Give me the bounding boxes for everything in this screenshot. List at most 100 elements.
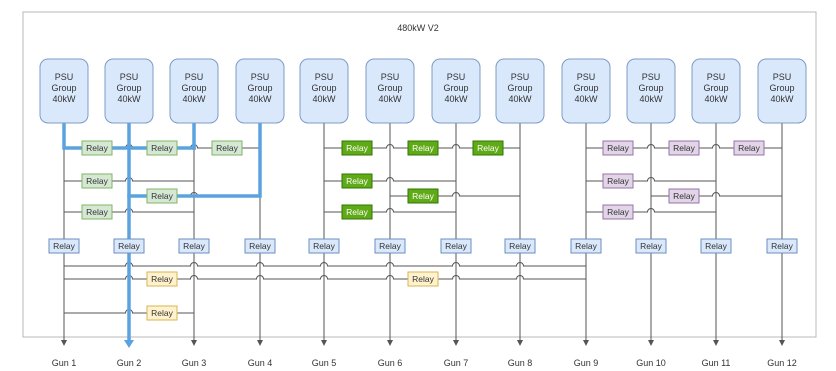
psu-label-line: 40kW [312, 94, 336, 104]
highlight-arrowhead-gun2 [124, 340, 134, 348]
relay-yellow-20[interactable]: Relay [407, 271, 439, 287]
psu-box [104, 58, 154, 124]
relay-purple-13[interactable]: Relay [602, 140, 634, 156]
psu-label-line: PSU [251, 72, 270, 82]
relay-dgreen-8[interactable]: Relay [407, 140, 439, 156]
psu-label-line: PSU [447, 72, 466, 82]
relay-label: Relay [445, 241, 467, 251]
relay-label: Relay [509, 241, 531, 251]
relay-label: Relay [86, 143, 108, 153]
relay-box [146, 271, 178, 287]
relay-box [211, 140, 243, 156]
relay-blue-23[interactable]: Relay [113, 238, 145, 254]
relay-box [244, 238, 276, 254]
relay-dgreen-7[interactable]: Relay [341, 140, 373, 156]
relay-box [113, 238, 145, 254]
relay-blue-29[interactable]: Relay [504, 238, 536, 254]
arrowhead-8 [517, 340, 523, 346]
relay-label: Relay [151, 308, 173, 318]
arrowhead-10 [648, 340, 654, 346]
psu-box [235, 58, 285, 124]
psu-label-line: PSU [120, 72, 139, 82]
relay-box [178, 238, 210, 254]
relay-dgreen-11[interactable]: Relay [407, 188, 439, 204]
relay-purple-14[interactable]: Relay [668, 140, 700, 156]
relay-label: Relay [151, 191, 173, 201]
relay-box [635, 238, 667, 254]
relay-blue-30[interactable]: Relay [570, 238, 602, 254]
relay-lgreen-4[interactable]: Relay [81, 173, 113, 189]
relay-box [48, 238, 80, 254]
hwire-group-c-3 [651, 192, 782, 197]
psu-label-line: 40kW [770, 94, 794, 104]
relay-lgreen-5[interactable]: Relay [146, 188, 178, 204]
psu-label-line: Group [443, 83, 468, 93]
relay-purple-17[interactable]: Relay [668, 188, 700, 204]
relay-lgreen-2[interactable]: Relay [146, 140, 178, 156]
gun-label-4: Gun 4 [248, 358, 273, 368]
relay-purple-16[interactable]: Relay [602, 173, 634, 189]
relay-lgreen-1[interactable]: Relay [81, 140, 113, 156]
psu-label-line: Group [311, 83, 336, 93]
hwire-cross-2 [64, 275, 586, 280]
relay-blue-25[interactable]: Relay [244, 238, 276, 254]
relay-blue-31[interactable]: Relay [635, 238, 667, 254]
diagram-title: 480kW V2 [397, 23, 439, 33]
arrowhead-6 [387, 340, 393, 346]
psu-label-line: PSU [55, 72, 74, 82]
psu-label-line: Group [573, 83, 598, 93]
relay-yellow-19[interactable]: Relay [146, 271, 178, 287]
relay-box [81, 204, 113, 220]
relay-label: Relay [771, 241, 793, 251]
relay-blue-33[interactable]: Relay [766, 238, 798, 254]
relay-blue-24[interactable]: Relay [178, 238, 210, 254]
gun-label-10: Gun 10 [636, 358, 666, 368]
relay-purple-18[interactable]: Relay [602, 204, 634, 220]
relay-blue-22[interactable]: Relay [48, 238, 80, 254]
relay-blue-32[interactable]: Relay [700, 238, 732, 254]
relay-box [668, 140, 700, 156]
relay-lgreen-3[interactable]: Relay [211, 140, 243, 156]
relay-yellow-21[interactable]: Relay [146, 305, 178, 321]
hwire-group-b-2 [324, 177, 456, 182]
relay-label: Relay [412, 143, 434, 153]
relay-label: Relay [738, 143, 760, 153]
relay-purple-15[interactable]: Relay [733, 140, 765, 156]
psu-label-line: 40kW [52, 94, 76, 104]
arrowhead-11 [713, 340, 719, 346]
relay-lgreen-6[interactable]: Relay [81, 204, 113, 220]
gun-label-1: Gun 1 [52, 358, 77, 368]
relay-dgreen-10[interactable]: Relay [341, 173, 373, 189]
relay-label: Relay [607, 143, 629, 153]
relay-label: Relay [477, 143, 499, 153]
relay-label: Relay [183, 241, 205, 251]
relay-dgreen-12[interactable]: Relay [341, 204, 373, 220]
relay-blue-27[interactable]: Relay [374, 238, 406, 254]
relay-box [504, 238, 536, 254]
relay-dgreen-9[interactable]: Relay [472, 140, 504, 156]
gun-label-7: Gun 7 [444, 358, 469, 368]
psu-label-line: Group [638, 83, 663, 93]
relay-blue-28[interactable]: Relay [440, 238, 472, 254]
relay-box [341, 140, 373, 156]
psu-box [365, 58, 415, 124]
psu-label-line: 40kW [117, 94, 141, 104]
psu-label-line: 40kW [182, 94, 206, 104]
psu-label-line: PSU [577, 72, 596, 82]
relay-blue-26[interactable]: Relay [308, 238, 340, 254]
relay-box [81, 140, 113, 156]
relay-label: Relay [607, 207, 629, 217]
